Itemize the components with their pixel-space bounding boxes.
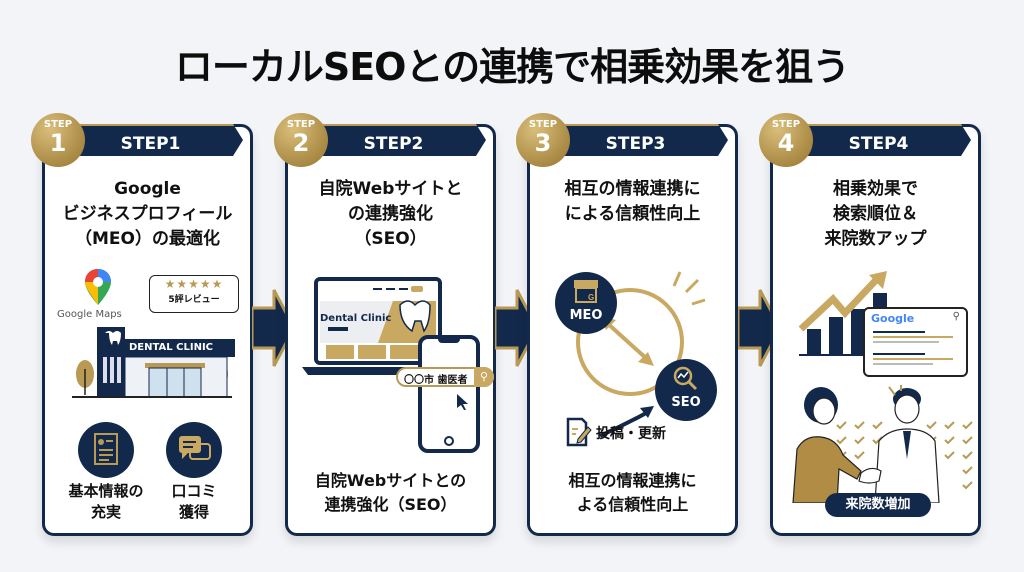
footer-line: 連携強化（SEO） xyxy=(324,495,457,514)
google-logo-text: Google xyxy=(871,312,915,325)
patient-doctor-handshake-illustration xyxy=(792,385,973,503)
step-ribbon xyxy=(306,124,486,156)
seo-badge: SEO xyxy=(655,359,717,421)
chat-bubbles-icon xyxy=(166,422,222,478)
step-badge-number: 4 xyxy=(777,129,795,157)
item-label-line: 口コミ xyxy=(171,482,217,500)
step-badge-number: 1 xyxy=(49,129,67,157)
arrow-right-icon xyxy=(252,289,296,367)
step-badge: STEP 4 xyxy=(759,113,813,167)
heading-line: ビジネスプロフィール xyxy=(62,204,233,224)
step-badge-text: STEP xyxy=(286,119,316,130)
seo-label: SEO xyxy=(671,395,701,410)
clinic-sign: DENTAL CLINIC xyxy=(129,342,213,353)
smartphone-icon xyxy=(418,335,480,453)
search-query-text: 〇〇市 歯医者 xyxy=(404,375,468,386)
heading-line: （MEO）の最適化 xyxy=(75,229,220,249)
step-footer: 自院Webサイトとの 連携強化（SEO） xyxy=(288,469,493,517)
post-update-label: 投稿・更新 xyxy=(596,426,666,442)
edit-document-icon xyxy=(566,417,592,447)
review-label: 5評レビュー xyxy=(168,295,220,305)
google-search-results-card: Google ⚲ xyxy=(863,307,968,377)
step-ribbon xyxy=(63,124,243,156)
step-badge-text: STEP xyxy=(43,119,73,130)
meo-badge: G MEO xyxy=(555,272,617,334)
step-card-2: STEP2 STEP 2 自院Webサイトと の連携強化 （SEO） Denta… xyxy=(274,113,496,536)
item-label-line: 基本情報の xyxy=(68,482,144,500)
step-heading: 自院Webサイトと の連携強化 （SEO） xyxy=(288,177,493,252)
item-label-line: 充実 xyxy=(90,503,121,521)
step-ribbon xyxy=(548,124,728,156)
heading-line: 来院数アップ xyxy=(824,229,927,249)
page-title: ローカルSEOとの連携で相乗効果を狙う xyxy=(174,45,850,89)
heading-line: Google xyxy=(114,179,181,199)
step-ribbon-label: STEP2 xyxy=(363,134,424,154)
step-badge-text: STEP xyxy=(528,119,558,130)
step-badge-text: STEP xyxy=(771,119,801,130)
step-heading: 相乗効果で 検索順位＆ 来院数アップ xyxy=(773,177,978,252)
star-rating-icon: ★★★★★ xyxy=(164,277,224,291)
profile-document-icon xyxy=(78,422,134,478)
google-maps-pin-icon xyxy=(85,269,111,305)
heading-line: 相互の情報連携に xyxy=(564,179,701,199)
svg-text:G: G xyxy=(588,293,594,302)
item-label-line: 獲得 xyxy=(178,503,209,521)
laptop-site-title: Dental Clinic xyxy=(320,313,392,324)
heading-line: 自院Webサイトと xyxy=(318,179,463,199)
heading-line: の連携強化 xyxy=(348,204,433,224)
review-bubble: ★★★★★ 5評レビュー xyxy=(149,275,239,313)
google-maps-label: Google Maps xyxy=(57,309,122,320)
search-icon: ⚲ xyxy=(952,311,960,322)
step-card-4: STEP4 STEP 4 相乗効果で 検索順位＆ 来院数アップ Google ⚲ xyxy=(759,113,981,536)
step-ribbon xyxy=(791,124,971,156)
item-label-reviews: 口コミ 獲得 xyxy=(149,481,239,523)
visits-increase-pill: 来院数増加 xyxy=(825,493,931,517)
step-ribbon-label: STEP4 xyxy=(848,134,909,154)
item-label-basic-info: 基本情報の 充実 xyxy=(51,481,161,523)
step-ribbon-label: STEP1 xyxy=(120,134,181,154)
search-icon[interactable]: ⚲ xyxy=(474,367,494,387)
dental-clinic-building-icon xyxy=(72,327,235,398)
footer-line: 相互の情報連携に xyxy=(568,471,697,490)
google-logo: Google xyxy=(871,312,914,325)
heading-line: 検索順位＆ xyxy=(833,204,918,224)
step-heading: Google ビジネスプロフィール （MEO）の最適化 xyxy=(45,177,250,252)
step-badge-number: 3 xyxy=(534,129,552,157)
search-input[interactable]: 〇〇市 歯医者 ⚲ xyxy=(396,367,494,387)
meo-label: MEO xyxy=(569,308,603,323)
step-heading: 相互の情報連携に による信頼性向上 xyxy=(530,177,735,227)
step-badge: STEP 3 xyxy=(516,113,570,167)
step-badge-number: 2 xyxy=(292,129,310,157)
step-card-1: STEP1 STEP 1 Google ビジネスプロフィール （MEO）の最適化… xyxy=(31,113,253,536)
heading-line: （SEO） xyxy=(354,229,427,249)
step-card-3: STEP3 STEP 3 相互の情報連携に による信頼性向上 G MEO SEO… xyxy=(516,113,738,536)
heading-line: 相乗効果で xyxy=(833,179,918,199)
step-footer: 相互の情報連携に よる信頼性向上 xyxy=(530,469,735,517)
footer-line: 自院Webサイトとの xyxy=(314,471,467,490)
laptop-website-icon xyxy=(302,277,444,375)
step-badge: STEP 2 xyxy=(274,113,328,167)
footer-line: よる信頼性向上 xyxy=(576,495,689,514)
mouse-cursor-icon xyxy=(457,394,468,410)
analytics-magnifier-icon xyxy=(673,366,698,391)
step-badge: STEP 1 xyxy=(31,113,85,167)
storefront-icon: G xyxy=(574,280,598,303)
step-ribbon-label: STEP3 xyxy=(605,134,666,154)
heading-line: による信頼性向上 xyxy=(564,204,701,224)
